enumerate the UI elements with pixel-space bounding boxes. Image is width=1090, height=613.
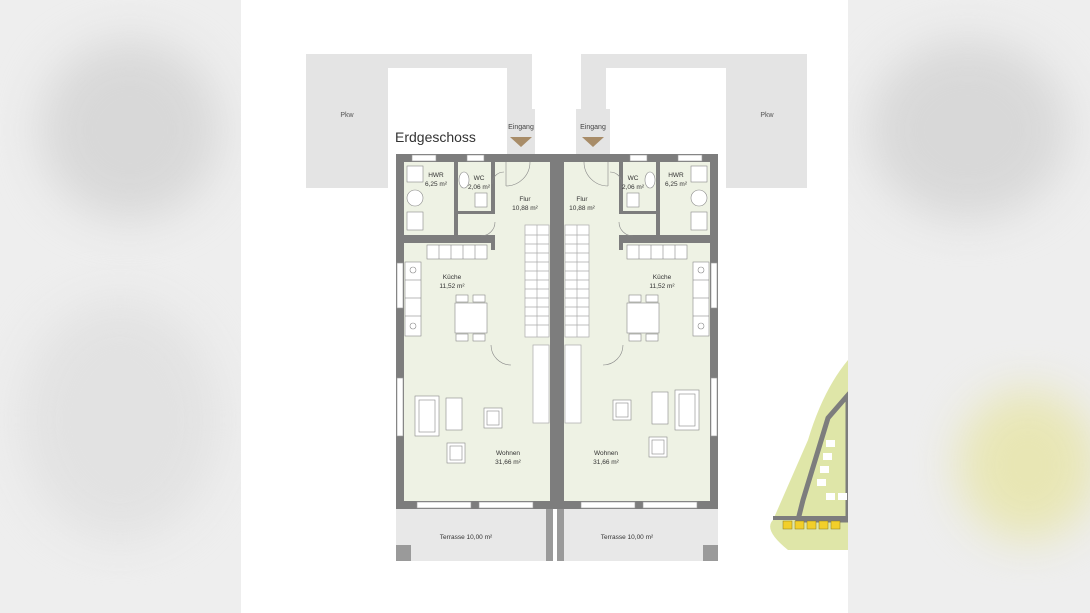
room-area: 2,06 m²	[467, 184, 491, 191]
site-map-inset	[770, 360, 848, 550]
parking-left	[306, 54, 388, 188]
entrance-mat-left	[507, 109, 535, 154]
site-map-buildings	[817, 440, 847, 500]
wardrobe-left	[532, 344, 550, 424]
room-name: HWR	[428, 172, 444, 179]
front-door-left-icon	[505, 161, 531, 187]
room-name: Flur	[519, 196, 531, 203]
room-area: 31,66 m²	[593, 459, 619, 466]
room-name: Wohnen	[593, 450, 619, 457]
living-furniture-right	[612, 389, 700, 458]
floor-plan-drawing	[306, 54, 807, 561]
center-divider-left	[546, 505, 553, 561]
room-name: WC	[473, 175, 485, 182]
wc-fixtures-left	[458, 171, 488, 208]
room-area: 6,25 m²	[424, 181, 448, 188]
windows	[396, 154, 718, 509]
room-label-wohnen-right: Wohnen 31,66 m²	[593, 449, 619, 467]
parking-label-left: Pkw	[340, 112, 354, 119]
floor-plan-panel: Pkw Pkw Eingang Eingang Erdgeschoss HWR …	[241, 0, 848, 613]
entrance-mat-right	[576, 109, 610, 154]
parking-right	[726, 54, 807, 188]
room-area: 11,52 m²	[649, 283, 675, 290]
hwr-fixtures-right	[690, 165, 708, 231]
path-left-top	[388, 54, 518, 68]
wc-fixtures-right	[626, 171, 656, 208]
center-divider-right	[557, 505, 564, 561]
room-area: 10,88 m²	[512, 205, 538, 212]
door-arcs	[480, 171, 634, 366]
room-name: HWR	[668, 172, 684, 179]
room-area: 11,52 m²	[439, 283, 465, 290]
site-map-plots	[782, 520, 841, 530]
stairs-left	[524, 224, 550, 338]
room-area: 10,88 m²	[569, 205, 595, 212]
room-name: Küche	[442, 274, 462, 281]
kitchen-fixtures-left	[404, 244, 488, 342]
wardrobe-right	[564, 344, 582, 424]
room-name: Wohnen	[495, 450, 521, 457]
stairs-right	[564, 224, 590, 338]
terrace-post-left	[396, 545, 411, 561]
room-label-flur-right: Flur 10,88 m²	[569, 195, 595, 213]
room-label-wohnen-left: Wohnen 31,66 m²	[495, 449, 521, 467]
terrace-post-right	[703, 545, 718, 561]
room-area: 31,66 m²	[495, 459, 521, 466]
room-name: Flur	[576, 196, 588, 203]
path-right-down	[581, 54, 606, 109]
kitchen-fixtures-right	[626, 244, 710, 342]
room-label-kueche-left: Küche 11,52 m²	[439, 273, 464, 291]
party-wall	[550, 154, 564, 509]
path-left-down	[507, 54, 532, 109]
room-label-wc-right: WC 2,06 m²	[622, 174, 644, 192]
entrance-label-left: Eingang	[508, 124, 534, 131]
room-area: 2,06 m²	[621, 184, 645, 191]
entrance-arrow-left-icon	[510, 137, 532, 147]
room-label-hwr-left: HWR 6,25 m²	[425, 171, 447, 189]
floor-title: Erdgeschoss	[395, 129, 476, 145]
terrace-right	[564, 508, 718, 561]
room-name: WC	[627, 175, 639, 182]
entrance-arrow-right-icon	[582, 137, 604, 147]
blurred-background-right	[848, 0, 1090, 613]
terrace-left	[396, 508, 546, 561]
front-door-right-icon	[583, 161, 609, 187]
room-label-wc-left: WC 2,06 m²	[468, 174, 490, 192]
room-label-hwr-right: HWR 6,25 m²	[665, 171, 687, 189]
room-name: Küche	[652, 274, 672, 281]
living-furniture-left	[414, 395, 503, 464]
path-right-top	[606, 54, 726, 68]
hwr-fixtures-left	[406, 165, 424, 231]
terrace-label-right: Terrasse 10,00 m²	[600, 534, 654, 541]
room-area: 6,25 m²	[664, 181, 688, 188]
terrace-label-left: Terrasse 10,00 m²	[439, 534, 493, 541]
entrance-label-right: Eingang	[580, 124, 606, 131]
room-label-flur-left: Flur 10,88 m²	[512, 195, 538, 213]
room-label-kueche-right: Küche 11,52 m²	[649, 273, 674, 291]
blurred-background-left	[0, 0, 241, 613]
parking-label-right: Pkw	[760, 112, 774, 119]
